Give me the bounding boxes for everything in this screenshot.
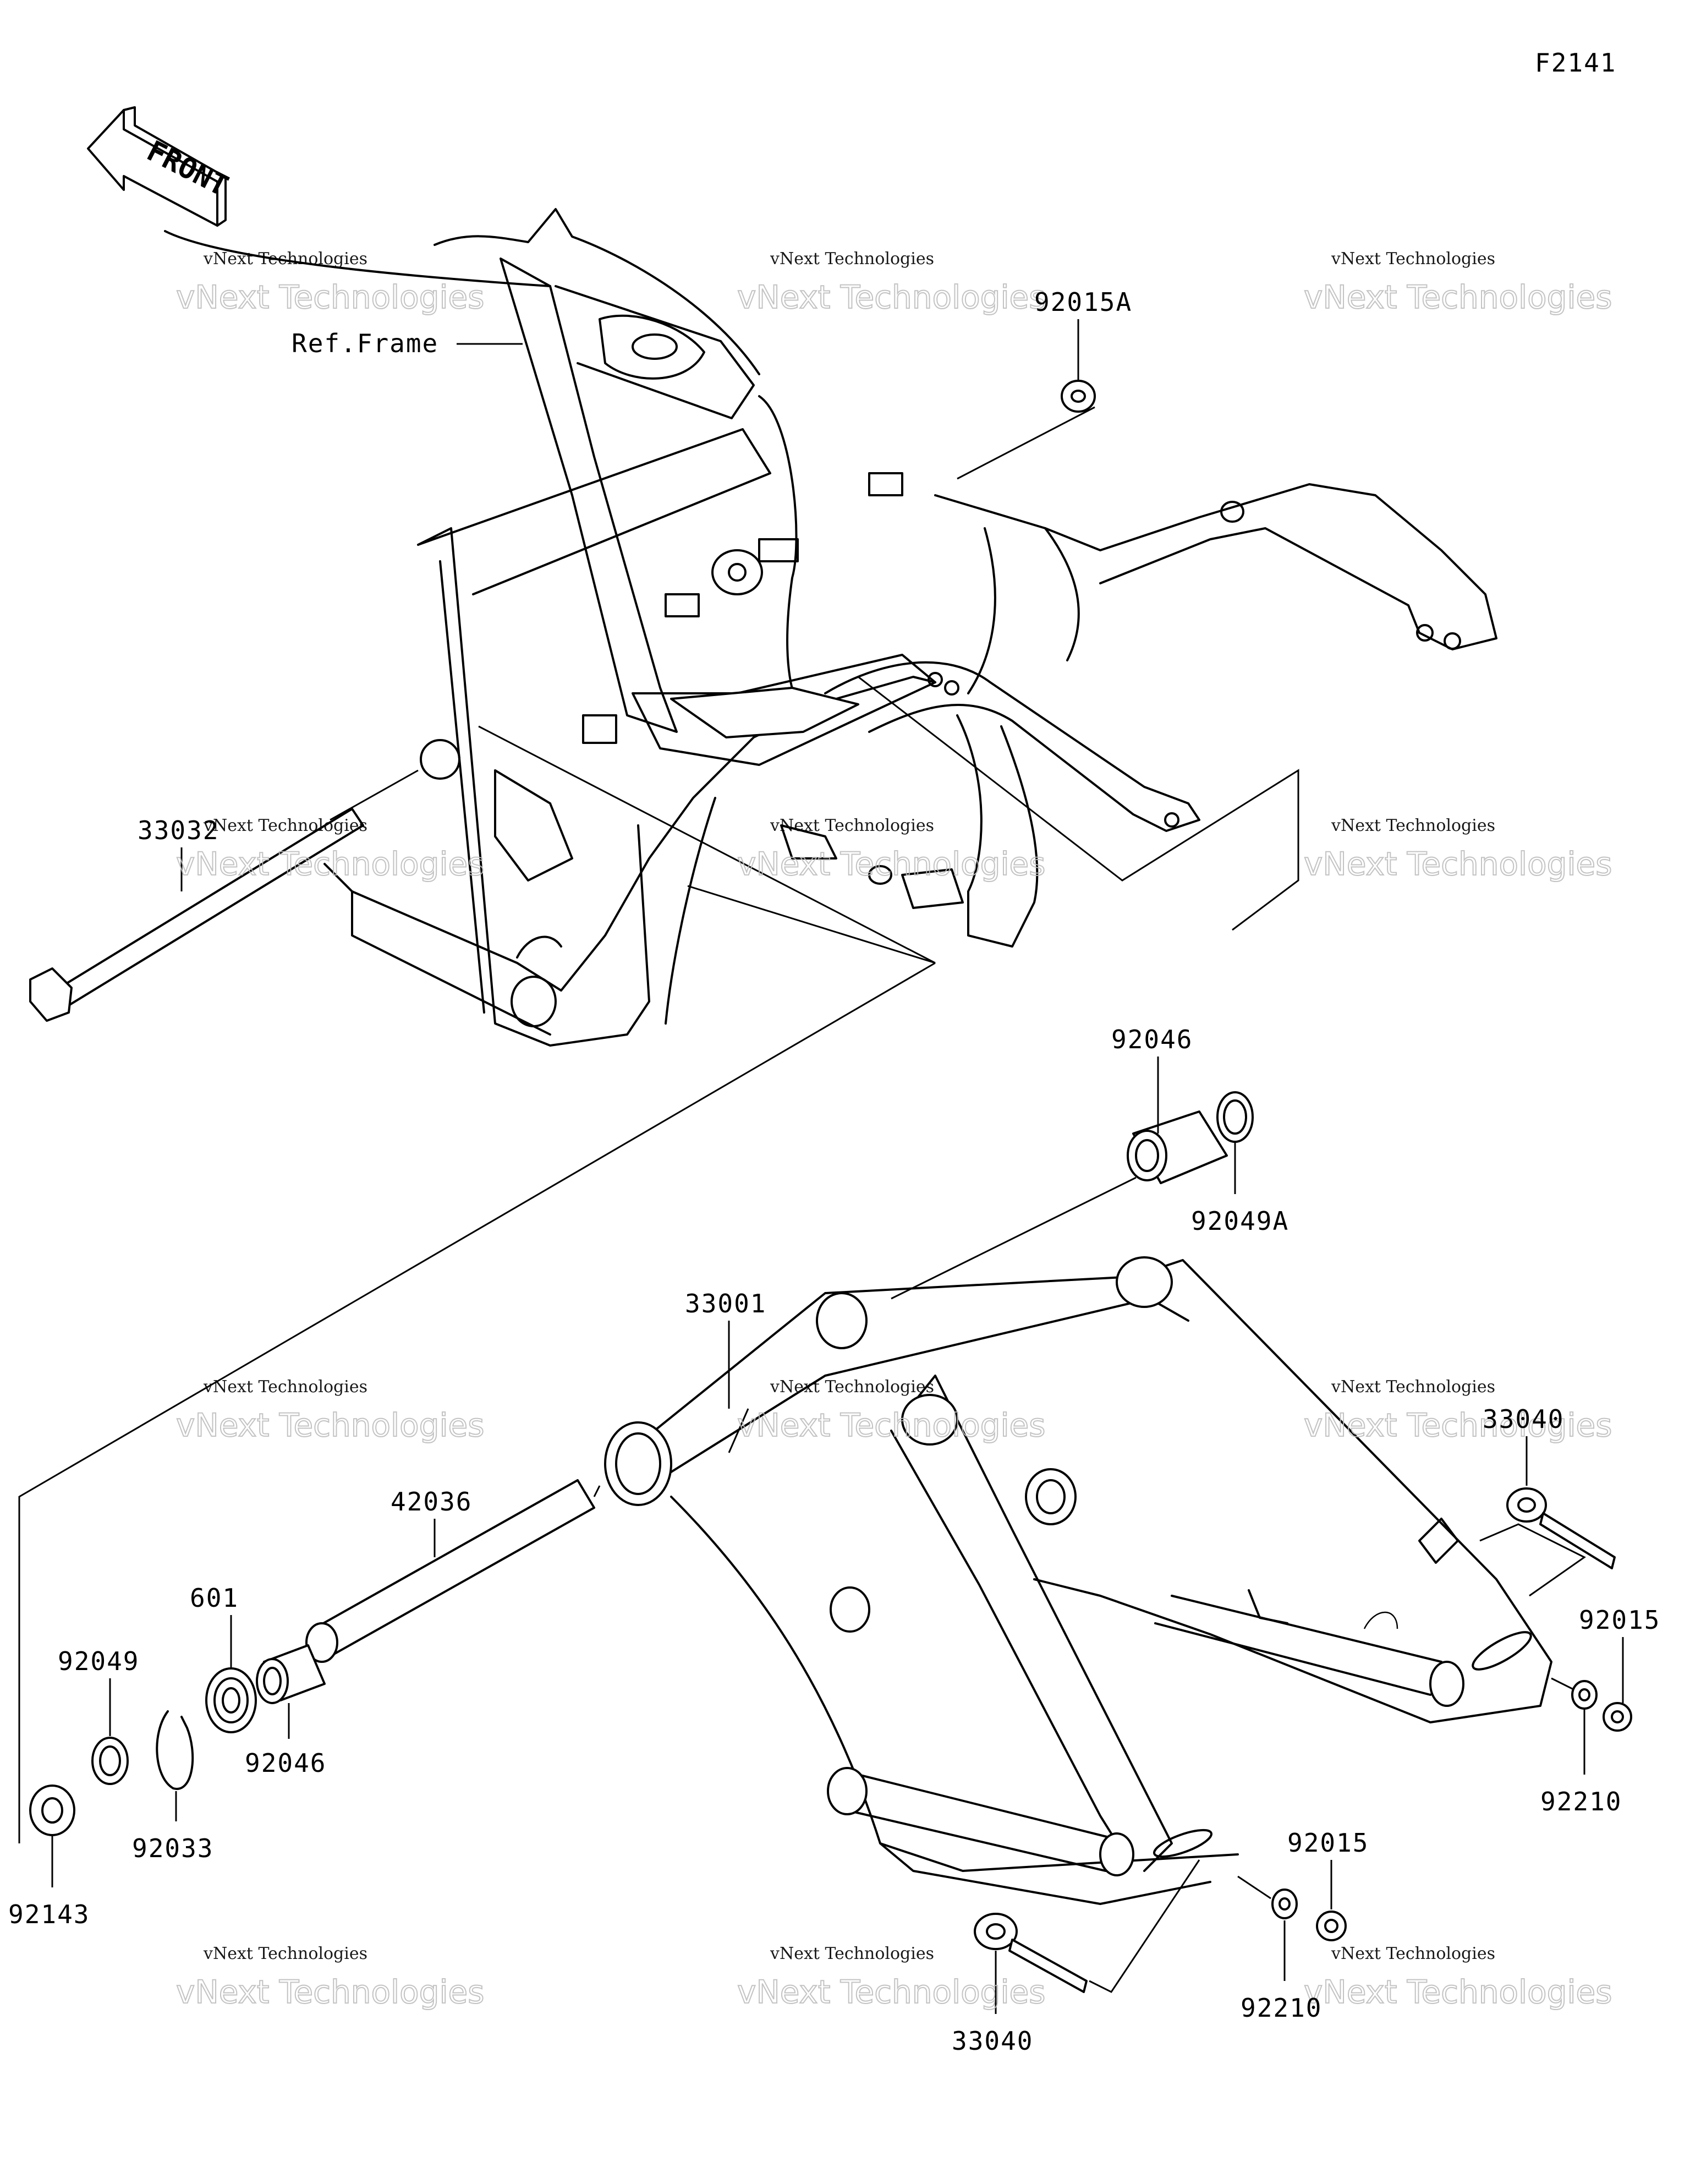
pivot-shaft-33032 [29, 769, 419, 1022]
label-601: 601 [190, 1583, 239, 1613]
label-92046-bottom: 92046 [245, 1748, 326, 1778]
svg-text:vNext Technologies: vNext Technologies [770, 816, 934, 835]
watermark: vNext Technologies vNext Technologies [737, 816, 1046, 883]
svg-text:vNext Technologies: vNext Technologies [203, 1377, 367, 1397]
adjuster-33040-right [1479, 1487, 1616, 1597]
svg-text:vNext Technologies: vNext Technologies [1304, 1973, 1612, 2011]
svg-text:vNext Technologies: vNext Technologies [737, 278, 1045, 316]
part-labels: Ref.Frame 92015A 33032 92046 92049A 3300… [8, 287, 1660, 2056]
label-92049A: 92049A [1191, 1206, 1289, 1236]
svg-text:vNext Technologies: vNext Technologies [1304, 278, 1612, 316]
label-92015-bottom: 92015 [1287, 1828, 1369, 1858]
svg-text:vNext Technologies: vNext Technologies [176, 845, 484, 883]
front-arrow-icon: FRONT [87, 106, 233, 227]
svg-text:vNext Technologies: vNext Technologies [1331, 1377, 1495, 1397]
bearing-601 [205, 1667, 257, 1733]
watermark: vNext Technologies vNext Technologies [175, 1377, 485, 1444]
label-42036: 42036 [391, 1487, 472, 1517]
svg-text:vNext Technologies: vNext Technologies [1331, 1944, 1495, 1963]
label-92033: 92033 [132, 1833, 213, 1863]
svg-text:vNext Technologies: vNext Technologies [1304, 845, 1612, 883]
washer-92210-bottom [1237, 1875, 1298, 1919]
svg-text:vNext Technologies: vNext Technologies [176, 278, 484, 316]
svg-text:vNext Technologies: vNext Technologies [1331, 816, 1495, 835]
bearing-92046-upper [891, 1110, 1228, 1300]
nut-92015A [957, 380, 1096, 480]
label-92210-bottom: 92210 [1241, 1993, 1322, 2023]
frame-illustration [164, 208, 1497, 1047]
watermark: vNext Technologies vNext Technologies [1303, 249, 1612, 316]
watermark: vNext Technologies vNext Technologies [737, 249, 1046, 316]
watermark: vNext Technologies vNext Technologies [175, 249, 485, 316]
svg-text:vNext Technologies: vNext Technologies [770, 249, 934, 269]
label-33001: 33001 [685, 1289, 766, 1318]
guide-line-left [18, 962, 936, 1843]
watermark: vNext Technologies vNext Technologies [175, 1944, 485, 2011]
leader-lines [51, 319, 1624, 2014]
svg-text:vNext Technologies: vNext Technologies [737, 1406, 1045, 1444]
svg-text:vNext Technologies: vNext Technologies [203, 249, 367, 269]
watermark: vNext Technologies vNext Technologies [1303, 1944, 1612, 2011]
watermark: vNext Technologies vNext Technologies [175, 816, 485, 883]
bearing-92046-lower [256, 1644, 326, 1704]
svg-text:vNext Technologies: vNext Technologies [1304, 1406, 1612, 1444]
watermark: vNext Technologies vNext Technologies [737, 1377, 1046, 1444]
label-33040-bottom: 33040 [952, 2026, 1033, 2056]
svg-text:vNext Technologies: vNext Technologies [176, 1973, 484, 2011]
svg-text:vNext Technologies: vNext Technologies [770, 1944, 934, 1963]
svg-text:vNext Technologies: vNext Technologies [737, 1973, 1045, 2011]
label-92015-right: 92015 [1579, 1605, 1660, 1635]
nut-92015-bottom [1316, 1911, 1347, 1941]
svg-text:vNext Technologies: vNext Technologies [737, 845, 1045, 883]
svg-text:vNext Technologies: vNext Technologies [770, 1377, 934, 1397]
svg-text:vNext Technologies: vNext Technologies [203, 1944, 367, 1963]
svg-text:vNext Technologies: vNext Technologies [203, 816, 367, 835]
swing-arm-33001 [604, 1256, 1552, 1905]
watermark: vNext Technologies vNext Technologies [737, 1944, 1046, 2011]
collar-42036 [305, 1479, 601, 1663]
watermark: vNext Technologies vNext Technologies [1303, 816, 1612, 883]
seal-92049A [1216, 1091, 1254, 1143]
label-33032: 33032 [138, 815, 219, 845]
seal-92049 [91, 1737, 129, 1785]
watermark: vNext Technologies vNext Technologies [1303, 1377, 1612, 1444]
collar-92143 [29, 1785, 75, 1836]
nut-92015-right [1603, 1702, 1632, 1732]
diagram-code: F2141 [1535, 48, 1616, 78]
label-92210-right: 92210 [1540, 1787, 1622, 1816]
svg-text:vNext Technologies: vNext Technologies [1331, 249, 1495, 269]
label-92015A: 92015A [1034, 287, 1132, 317]
washer-92210-right [1551, 1677, 1598, 1710]
label-33040-right: 33040 [1483, 1404, 1564, 1434]
label-92143: 92143 [8, 1900, 90, 1929]
watermarks: vNext Technologies vNext Technologies vNe… [175, 249, 1612, 2011]
circlip-92033 [156, 1710, 194, 1790]
label-92049: 92049 [58, 1646, 139, 1676]
label-92046-top: 92046 [1111, 1025, 1193, 1054]
svg-text:vNext Technologies: vNext Technologies [176, 1406, 484, 1444]
label-ref-frame: Ref.Frame [292, 329, 438, 358]
adjuster-33040-bottom [974, 1859, 1200, 1993]
